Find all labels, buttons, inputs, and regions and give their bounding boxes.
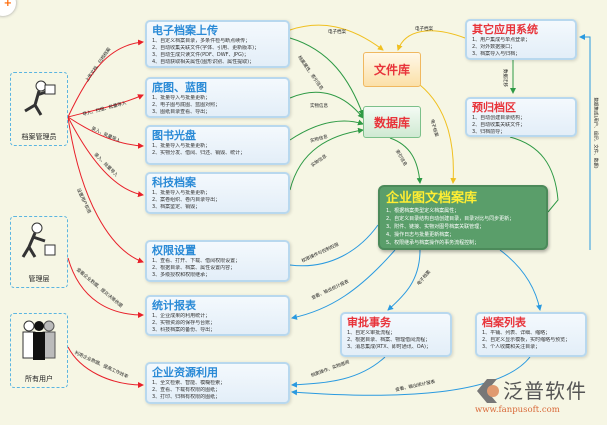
fanpu-logo: 泛普软件 www.fanpusoft.com: [475, 375, 603, 420]
core-title: 企业图文档案库: [386, 191, 478, 206]
module-item: 1、查看、打开、下载、借阅权限设置；: [152, 258, 241, 264]
actor-management: 管理层: [10, 216, 68, 288]
core-item: 2、自定义目录结构自动创建目录，目录对比与同步更新；: [386, 216, 515, 222]
edge-label: 实物信息: [310, 104, 328, 109]
logo-url[interactable]: www.fanpusoft.com: [475, 405, 560, 415]
module-item: 1、批量导入与批量更新；: [152, 190, 211, 196]
module-title: 统计报表: [152, 299, 196, 312]
module-item: 1、全文检索、智能、模糊检索；: [152, 380, 226, 386]
module-item: 2、对外数据接口；: [472, 44, 516, 50]
actor-label: 所有用户: [25, 375, 53, 383]
module-title: 图书光盘: [152, 129, 196, 142]
corner-add-icon[interactable]: +: [0, 0, 16, 16]
actor-archivist: 档案管理员: [10, 72, 68, 146]
module-title: 电子档案上传: [152, 24, 218, 37]
module-item: 3、个人收藏和关注目录；: [482, 344, 541, 350]
edge-label: 电子档案: [328, 30, 346, 35]
archivist-person-icon: [24, 80, 56, 116]
file-library[interactable]: 文件库: [363, 52, 421, 87]
core-item: 4、操作日志与批量更新档案；: [386, 232, 455, 238]
module-item: 3、归档前导；: [472, 129, 506, 135]
module-item: 2、根据目录、档案、物理借阅流程；: [347, 337, 431, 343]
core-item: 3、附件、链接、实物对图号档案关联管理；: [386, 224, 485, 230]
module-item: 2、实物分发、借阅、归还、销毁、统计；: [152, 150, 246, 156]
module-item: 1、企业成果的利用统计；: [152, 313, 211, 319]
module-item: 2、自定义显示模板，实时缩略与预览；: [482, 337, 571, 343]
edge-label: 数据集成(用户、组织、文件、数据): [592, 97, 598, 169]
module-title: 企业资源利用: [152, 366, 218, 379]
module-item: 1、用户集成与单点登录；: [472, 37, 531, 43]
module-item: 1、平铺、列表、详细、缩略；: [482, 330, 551, 336]
module-item: 3、打印、归档有权限的图纸；: [152, 394, 221, 400]
module-item: 3、多级授权和权限继承；: [152, 272, 211, 278]
module-item: 2、查看、下载有权限的图纸；: [152, 387, 221, 393]
core-archive-repository[interactable]: 企业图文档案库 1、根据档案类型定义档案属性； 2、自定义目录结构自动创建目录，目录…: [378, 185, 548, 250]
module-title: 档案列表: [482, 316, 526, 329]
module-item: 1、批量导入与批量更新；: [152, 95, 211, 101]
module-title: 其它应用系统: [472, 23, 538, 36]
actor-label: 档案管理员: [21, 133, 57, 141]
logo-name: 泛普软件: [503, 379, 587, 403]
module-item: 2、自动收集关联文件(字体、引用、更新版本)；: [152, 45, 260, 51]
module-item: 2、根据目录、档案、属性设置内容；: [152, 265, 236, 271]
module-item: 3、档案鉴定、销毁；: [152, 204, 201, 210]
core-item: 5、权限继承与档案操作的事务流程控制；: [386, 240, 480, 246]
module-title: 权限设置: [152, 244, 196, 257]
module-item: 3、档案导入与归档；: [472, 51, 521, 57]
module-item: 3、消息集成(RTX、即时通讯、OA)；: [347, 344, 431, 350]
edge-label: 电子档案: [415, 27, 433, 32]
module-item: 4、自动获取相关属性(图形识别、属性提取)；: [152, 59, 255, 65]
module-item: 1、自动创建目录结构；: [472, 115, 526, 121]
module-item: 3、科技档案的备份、导出；: [152, 327, 216, 333]
database[interactable]: 数据库: [363, 106, 421, 138]
users-group-icon: [22, 320, 56, 360]
module-item: 3、自动生成只读文件(PDF、DWF、JPG)；: [152, 52, 249, 58]
module-item: 2、实物资源的保存与台账；: [152, 320, 216, 326]
module-item: 1、批量导入与批量更新；: [152, 143, 211, 149]
actor-label: 管理层: [28, 275, 50, 283]
module-item: 2、案卷组织、卷内目录导出；: [152, 197, 221, 203]
actor-all-users: 所有用户: [10, 313, 68, 388]
logo-mark-icon: [477, 379, 499, 403]
module-title: 科技档案: [152, 176, 196, 189]
module-item: 1、自定义档案目录，多条件检与断点续传；: [152, 38, 251, 44]
module-title: 底图、蓝图: [152, 81, 207, 94]
module-item: 3、图纸目录查看、导出；: [152, 109, 211, 115]
module-title: 预归档区: [472, 101, 516, 114]
module-item: 2、电子图与底图、蓝图对照；: [152, 102, 221, 108]
edge-label: 数据迁移: [502, 69, 507, 87]
manager-person-icon: [21, 222, 56, 258]
module-item: 1、自定义审批流程；: [347, 330, 396, 336]
core-item: 1、根据档案类型定义档案属性；: [386, 208, 460, 214]
module-item: 2、自动收集关联文件；: [472, 122, 526, 128]
module-title: 审批事务: [347, 316, 391, 329]
